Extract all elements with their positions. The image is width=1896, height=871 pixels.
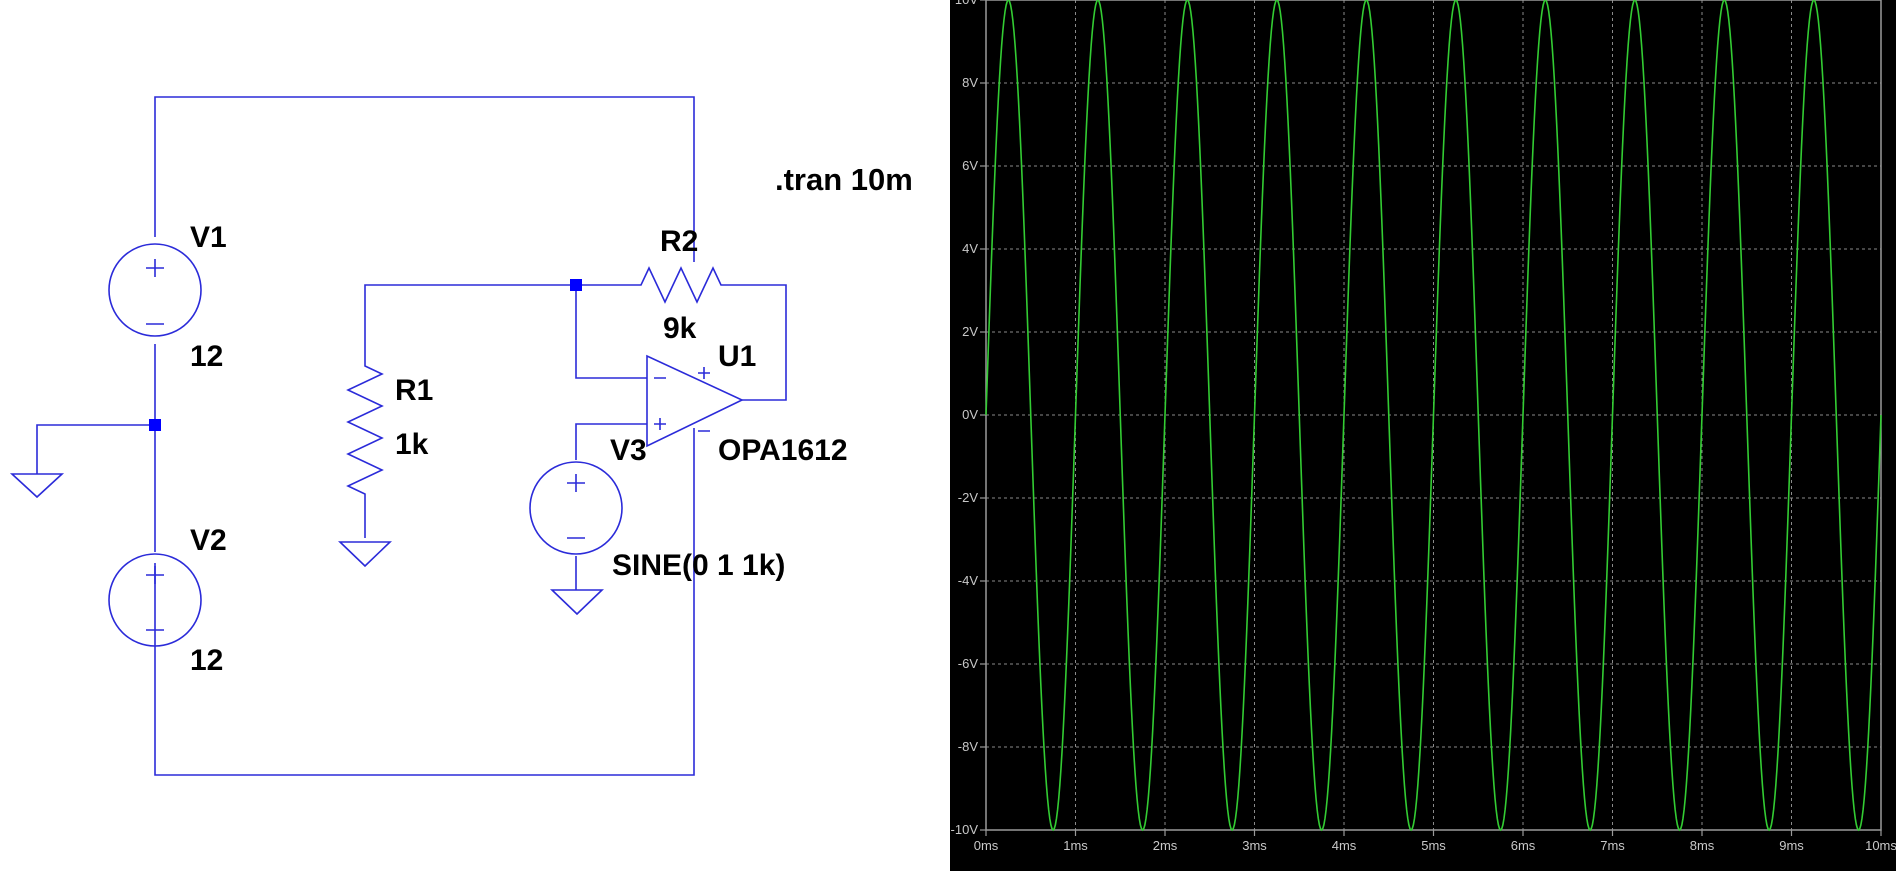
opamp-triangle	[646, 354, 744, 448]
source-circle	[108, 243, 202, 337]
junction-dot	[149, 419, 161, 431]
ground-symbol	[338, 541, 392, 568]
x-tick-label: 0ms	[974, 838, 999, 853]
polarity-marks	[146, 259, 164, 325]
wire-top	[154, 96, 695, 262]
x-tick-label: 8ms	[1690, 838, 1715, 853]
x-axis-ticks: 0ms 1ms 2ms 3ms 4ms 5ms 6ms 7ms 8ms 9ms 10ms	[974, 830, 1896, 853]
resistor-r2[interactable]	[635, 266, 725, 304]
x-tick-label: 7ms	[1600, 838, 1625, 853]
y-tick-label: 2V	[962, 324, 978, 339]
y-tick-label: -4V	[958, 573, 979, 588]
junction-dot	[570, 279, 582, 291]
v2-value-label: 12	[190, 644, 223, 677]
u1-name-label: U1	[718, 340, 756, 373]
v3-name-label: V3	[610, 434, 647, 467]
voltage-source-v3[interactable]	[529, 461, 623, 555]
wires	[36, 96, 787, 776]
y-tick-label: -6V	[958, 656, 979, 671]
trace-v-out[interactable]	[985, 0, 1882, 832]
v2-name-label: V2	[190, 524, 227, 557]
wire-ground-left	[36, 424, 155, 474]
voltage-source-v1[interactable]	[108, 243, 202, 337]
y-tick-label: -2V	[958, 490, 979, 505]
wire-r1-top	[364, 284, 576, 360]
y-tick-label: -10V	[951, 822, 979, 837]
y-tick-label: 6V	[962, 158, 978, 173]
plot-background	[950, 0, 1896, 871]
x-tick-label: 9ms	[1779, 838, 1804, 853]
wire-v3-input	[575, 423, 647, 460]
wire-bottom	[154, 428, 695, 776]
polarity-marks	[567, 474, 585, 539]
waveform-viewer[interactable]: -10V -8V -6V -4V -2V 0V 2V 4V 6V 8V 10V 0ms 1ms 2ms 3…	[950, 0, 1896, 871]
x-tick-label: 3ms	[1242, 838, 1267, 853]
opamp-u1[interactable]	[646, 354, 744, 448]
r1-name-label: R1	[395, 374, 433, 407]
source-circle	[529, 461, 623, 555]
ground-symbol	[550, 589, 604, 616]
polarity-marks	[146, 566, 164, 631]
resistor-r1[interactable]	[346, 360, 384, 500]
voltage-source-v2[interactable]	[108, 553, 202, 647]
x-tick-label: 5ms	[1421, 838, 1446, 853]
r2-value-label: 9k	[663, 312, 697, 345]
y-tick-label: 0V	[962, 407, 978, 422]
x-tick-label: 10ms	[1865, 838, 1896, 853]
ground-symbol	[9, 473, 65, 499]
source-circle	[108, 553, 202, 647]
schematic-canvas[interactable]: V1 12 V2 12 R1 1k R2 9k U1 OPA1612 V3 SI…	[9, 96, 913, 776]
x-tick-label: 1ms	[1063, 838, 1088, 853]
v1-name-label: V1	[190, 221, 227, 254]
y-tick-label: 8V	[962, 75, 978, 90]
opamp-supply-marks	[698, 367, 710, 432]
v3-value-label: SINE(0 1 1k)	[612, 549, 785, 582]
x-tick-label: 2ms	[1153, 838, 1178, 853]
opamp-input-marks	[654, 377, 666, 430]
tran-directive[interactable]: .tran 10m	[775, 162, 913, 197]
r1-value-label: 1k	[395, 428, 429, 461]
y-tick-label: 10V	[955, 0, 978, 7]
y-tick-label: -8V	[958, 739, 979, 754]
u1-model-label: OPA1612	[718, 434, 848, 467]
y-tick-label: 4V	[962, 241, 978, 256]
x-tick-label: 4ms	[1332, 838, 1357, 853]
r2-name-label: R2	[660, 225, 698, 258]
x-tick-label: 6ms	[1511, 838, 1536, 853]
wire-inverting-input	[575, 285, 647, 379]
v1-value-label: 12	[190, 340, 223, 373]
y-axis-ticks: -10V -8V -6V -4V -2V 0V 2V 4V 6V 8V 10V	[951, 0, 986, 837]
wire-r2-right	[725, 284, 787, 401]
